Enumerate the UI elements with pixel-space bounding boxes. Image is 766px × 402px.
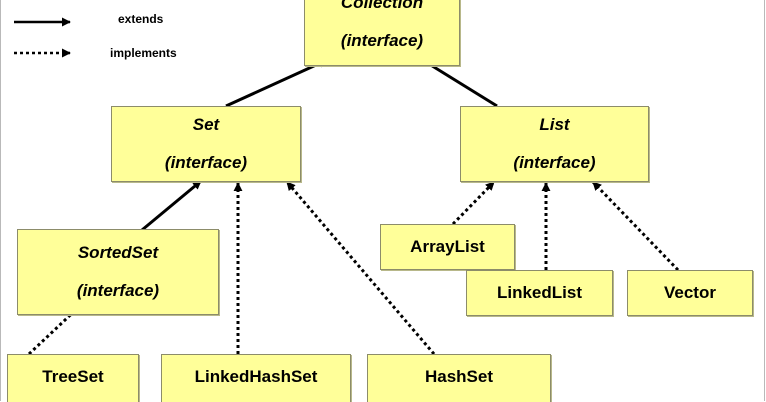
node-list-title: List: [539, 115, 570, 134]
node-vector: Vector: [627, 270, 753, 316]
legend-implements-label: implements: [110, 46, 177, 60]
node-sortedset: SortedSet (interface): [17, 229, 219, 315]
node-linkedhashset: LinkedHashSet: [161, 354, 351, 402]
node-list: List (interface): [460, 106, 649, 182]
edge-arraylist-implements-list: [451, 180, 496, 226]
node-collection-title: Collection: [340, 0, 424, 12]
node-linkedhashset-title: LinkedHashSet: [194, 367, 318, 386]
edge-set-extends-collection: [225, 58, 328, 108]
node-hashset: HashSet: [367, 354, 551, 402]
node-linkedlist: LinkedList: [466, 270, 613, 316]
node-hashset-title: HashSet: [424, 367, 494, 386]
node-linkedlist-title: LinkedList: [496, 283, 582, 302]
relation-edges: [27, 57, 680, 356]
node-collection-subtitle: (interface): [340, 31, 424, 50]
edge-hashset-implements-set: [285, 181, 436, 355]
node-sortedset-subtitle: (interface): [76, 281, 160, 300]
legend-extends-label: extends: [118, 12, 164, 26]
node-collection: Collection (interface): [304, 0, 460, 66]
node-treeset: TreeSet: [7, 354, 139, 402]
node-vector-title: Vector: [664, 283, 716, 302]
node-treeset-title: TreeSet: [42, 367, 104, 386]
edge-list-extends-collection: [420, 57, 498, 108]
node-list-subtitle: (interface): [513, 153, 596, 172]
node-set-title: Set: [192, 115, 220, 134]
edge-vector-implements-list: [591, 180, 680, 272]
node-sortedset-title: SortedSet: [77, 243, 159, 262]
edge-sortedset-extends-set: [141, 179, 202, 232]
node-arraylist-title: ArrayList: [410, 237, 485, 256]
node-set-subtitle: (interface): [164, 153, 248, 172]
node-set: Set (interface): [111, 106, 301, 182]
node-arraylist: ArrayList: [380, 224, 515, 270]
